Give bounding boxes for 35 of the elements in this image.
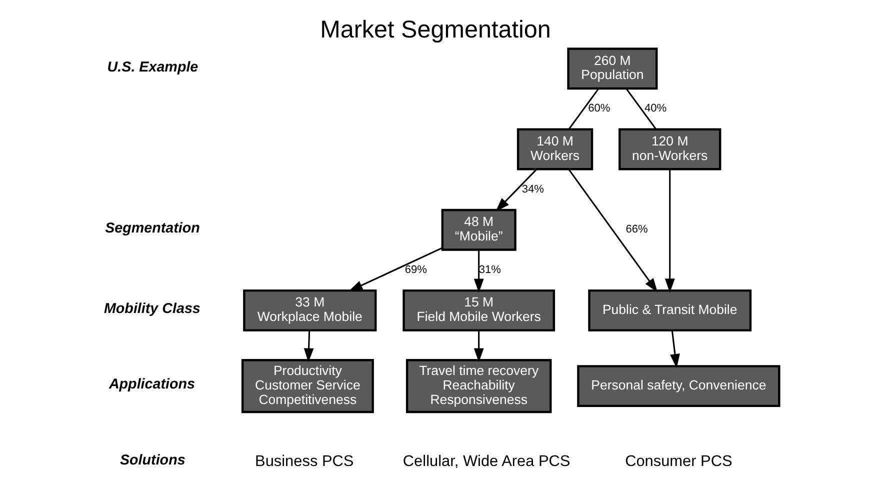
node-box: 260 M Population: [566, 47, 658, 90]
node-box: Travel time recovery Reachability Responsiveness: [405, 358, 552, 413]
arrow: [568, 168, 658, 292]
edge-label: 40%: [644, 102, 666, 114]
node-box: Personal safety, Convenience: [576, 364, 780, 407]
connector: [625, 88, 656, 130]
edge-label: 34%: [521, 182, 544, 195]
node-box: 120 M non-Workers: [618, 128, 721, 170]
edge-label: 60%: [588, 102, 610, 114]
edge-label: 66%: [625, 223, 648, 236]
node-box: 140 M Workers: [516, 128, 593, 170]
label: Segmentation: [104, 220, 200, 236]
arrow: [664, 168, 674, 292]
connector: [568, 88, 599, 130]
label: Cellular, Wide Area PCS: [402, 452, 570, 470]
arrow: [473, 249, 484, 292]
node-box: 33 M Workplace Mobile: [242, 288, 376, 331]
arrow: [670, 330, 680, 368]
label: Business PCS: [254, 452, 354, 470]
diagram-title: Market Segmentation: [320, 16, 550, 43]
arrow: [473, 330, 484, 362]
label: Applications: [108, 376, 195, 392]
arrow: [348, 246, 442, 291]
node-box: 48 M “Mobile”: [440, 208, 516, 250]
label: U.S. Example: [106, 58, 198, 75]
label: Consumer PCS: [624, 452, 732, 470]
node-box: Productivity Customer Service Competitiveness: [240, 358, 374, 413]
label: Solutions: [119, 452, 185, 468]
label: Mobility Class: [103, 300, 200, 317]
node-box: Public & Transit Mobile: [588, 288, 752, 331]
edge-label: 69%: [404, 263, 426, 276]
arrow: [303, 330, 314, 362]
edge-label: 31%: [478, 263, 500, 276]
node-box: 15 M Field Mobile Workers: [402, 288, 555, 331]
arrow: [494, 168, 537, 212]
